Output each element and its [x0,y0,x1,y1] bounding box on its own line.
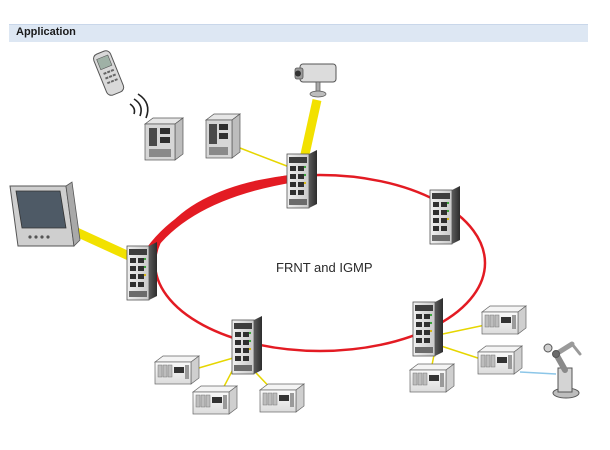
ring-highlight-segment [146,174,299,254]
plc-device-3 [259,383,305,413]
ring-switch-bottom-right [412,297,444,357]
plc-device-6 [409,363,455,393]
ring-switch-right [429,185,461,245]
section-header: Application [9,24,588,42]
wireless-signal-icon [129,93,149,119]
section-title: Application [16,26,76,38]
mobile-phone-icon [93,50,125,96]
wireless-rack-devices [143,113,242,161]
plc-device-5 [477,345,523,375]
plc-link-4 [437,323,491,336]
robot-arm-icon [543,341,582,399]
robot-link [519,371,557,375]
plc-device-1 [154,355,200,385]
ring-switch-left [126,241,158,301]
camera-icon [294,63,337,98]
plc-device-4 [481,305,527,335]
plc-device-2 [192,385,238,415]
ring-switch-bottom [231,315,263,375]
touch-panel-icon [9,181,81,247]
ring-switch-top [286,149,318,209]
rack-link [239,147,293,169]
ring-label: FRNT and IGMP [276,260,373,275]
